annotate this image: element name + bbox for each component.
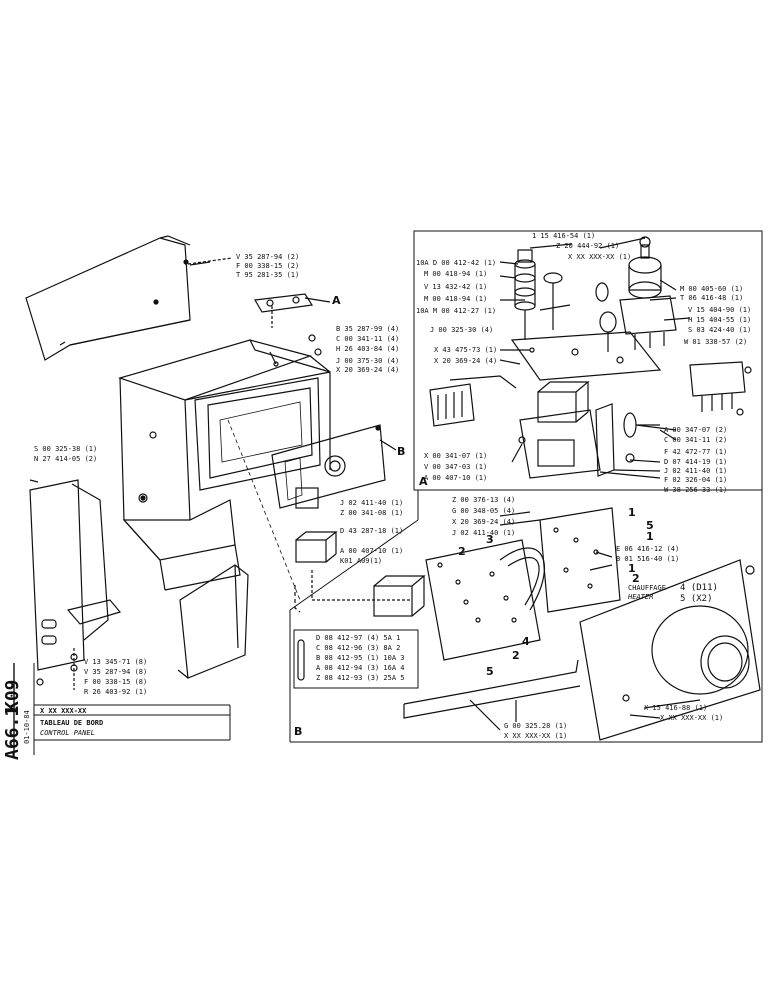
ref-label: Z 00 341-08 (1): [340, 509, 404, 517]
ref-label: S 03 424-40 (1): [688, 326, 752, 334]
ref-label: V 15 404-90 (1): [688, 306, 752, 314]
ref-label: G 00 348-05 (4): [452, 507, 516, 515]
heater-fr: CHAUFFAGE: [628, 584, 666, 592]
ref-label: H 26 403-84 (4): [336, 345, 400, 353]
ref-label: X 15 416-88 (1): [644, 704, 708, 712]
callout-b: B: [397, 445, 406, 458]
heater-en: HEATER: [628, 593, 654, 601]
ref-label: T 95 281-35 (1): [236, 271, 300, 279]
ref-label: A 00 347-07 (2): [664, 426, 728, 434]
ref-label: G 00 325.28 (1): [504, 722, 568, 730]
ref-label: N 27 414-05 (2): [34, 455, 98, 463]
ref-label: J 00 325-30 (4): [430, 326, 494, 334]
view-a-label: A: [419, 475, 428, 488]
ref-label: A 00 407-10 (1): [424, 474, 488, 482]
ref-label: X XX XXX-XX (1): [504, 732, 568, 740]
ref-label: D 07 414-19 (1): [664, 458, 728, 466]
ref-label: F 00 338-15 (8): [84, 678, 148, 686]
ref-label: X 20 369-24 (4): [336, 366, 400, 374]
ref-label: W 38 256-33 (1): [664, 486, 728, 494]
ref-label: C 00 341-11 (4): [336, 335, 400, 343]
ref-label: 1 15 416-54 (1): [532, 232, 596, 240]
item-number: 2: [458, 545, 466, 558]
ref-label: W 01 338-57 (2): [684, 338, 748, 346]
ref-label: K01 A09(1): [340, 557, 383, 565]
ref-label: X 43 475-73 (1): [434, 346, 498, 354]
sheet-code-right: A66.1: [2, 705, 23, 760]
item-number: 2: [632, 572, 640, 585]
header-code: X XX XXX-XX: [40, 707, 87, 715]
item-number: 1: [646, 530, 654, 543]
fuse-row: D 08 412-97 (4) 5A 1: [316, 634, 401, 642]
ref-label: C 00 341-11 (2): [664, 436, 728, 444]
ref-label: J 02 411-40 (1): [664, 467, 728, 475]
sheet-date: 01-10-84: [23, 710, 31, 744]
heater-opt2: 5 (X2): [680, 594, 713, 604]
ref-label: V 13 432-42 (1): [424, 283, 488, 291]
ref-label: X XX XXX-XX (1): [660, 714, 724, 722]
ref-label: F 02 326-04 (1): [664, 476, 728, 484]
ref-label: V 35 287-94 (8): [84, 668, 148, 676]
ref-label: J 02 411-40 (1): [340, 499, 404, 507]
ref-label: Z 20 444-92 (1): [556, 242, 620, 250]
item-number: 1: [628, 506, 636, 519]
ref-label: T 06 416-48 (1): [680, 294, 744, 302]
ref-label: A 00 407-10 (1): [340, 547, 404, 555]
item-number: 5: [646, 519, 654, 532]
item-number: 2: [512, 649, 520, 662]
ref-label: X 00 341-07 (1): [424, 452, 488, 460]
callout-a: A: [332, 294, 341, 307]
fuse-row: A 08 412-94 (3) 16A 4: [316, 664, 405, 672]
title-fr: TABLEAU DE BORD: [40, 719, 104, 727]
ref-label: F 42 472-77 (1): [664, 448, 728, 456]
ref-label: B 01 516-40 (1): [616, 555, 680, 563]
heater-opt1: 4 (D11): [680, 583, 718, 593]
ref-label: M 00 405-60 (1): [680, 285, 744, 293]
item-number: 5: [486, 665, 494, 678]
ref-label: X 20 369-24 (4): [452, 518, 516, 526]
fuse-row: C 08 412-96 (3) 8A 2: [316, 644, 401, 652]
item-number: 4: [522, 635, 530, 648]
ref-label: V 35 287-94 (2): [236, 253, 300, 261]
fuse-row: Z 08 412-93 (3) 25A 5: [316, 674, 405, 682]
ref-label: X 20 369-24 (4): [434, 357, 498, 365]
ref-label: F 00 338-15 (2): [236, 262, 300, 270]
ref-label: Z 00 376-13 (4): [452, 496, 516, 504]
ref-label: S 00 325-38 (1): [34, 445, 98, 453]
ref-label: E 06 416-12 (4): [616, 545, 680, 553]
ref-label: V 13 345-71 (8): [84, 658, 148, 666]
title-en: CONTROL PANEL: [40, 729, 95, 737]
ref-label: 10A D 00 412-42 (1): [416, 259, 497, 267]
fuse-row: B 08 412-95 (1) 10A 3: [316, 654, 405, 662]
ref-label: J 02 411-40 (1): [452, 529, 516, 537]
ref-label: R 26 403-92 (1): [84, 688, 148, 696]
ref-label: B 35 287-99 (4): [336, 325, 400, 333]
ref-label: X XX XXX-XX (1): [568, 253, 632, 261]
ref-label: M 00 418-94 (1): [424, 270, 488, 278]
ref-label: D 43 287-18 (1): [340, 527, 404, 535]
ref-label: 10A M 00 412-27 (1): [416, 307, 497, 315]
ref-label: J 00 375-30 (4): [336, 357, 400, 365]
ref-label: H 15 404-55 (1): [688, 316, 752, 324]
item-number: 3: [486, 533, 494, 546]
ref-label: V 00 347-03 (1): [424, 463, 488, 471]
view-b-label: B: [294, 725, 303, 738]
item-number: 1: [628, 562, 636, 575]
ref-label: M 00 418-94 (1): [424, 295, 488, 303]
